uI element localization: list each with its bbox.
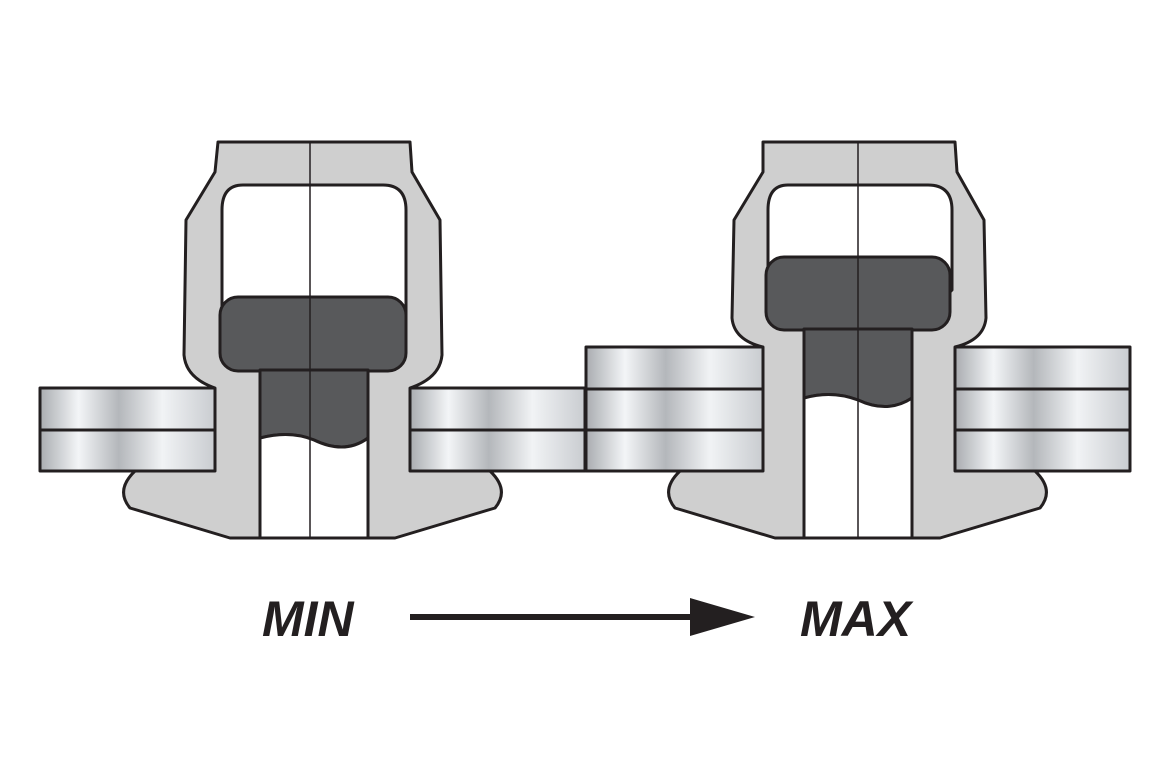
arrow-head-icon xyxy=(690,598,755,636)
plate-left-bottom xyxy=(38,428,217,473)
mandrel-head-min xyxy=(218,295,408,373)
plates-min xyxy=(38,386,587,473)
plate-right-3 xyxy=(953,428,1132,473)
plates-max xyxy=(584,345,1132,473)
label-max: MAX xyxy=(800,591,912,647)
rivet-max xyxy=(584,140,1132,540)
plate-left-2 xyxy=(584,387,765,432)
plate-right-bottom xyxy=(408,428,587,473)
label-min: MIN xyxy=(262,591,354,647)
plate-left-top xyxy=(38,386,217,432)
plate-right-1 xyxy=(953,345,1132,391)
plate-right-top xyxy=(408,386,587,432)
plate-left-3 xyxy=(584,428,765,473)
arrow-min-to-max xyxy=(410,598,755,636)
plate-left-1 xyxy=(584,345,765,391)
rivet-min xyxy=(38,140,587,540)
plate-right-2 xyxy=(953,387,1132,432)
rivet-bore-min xyxy=(258,433,370,540)
